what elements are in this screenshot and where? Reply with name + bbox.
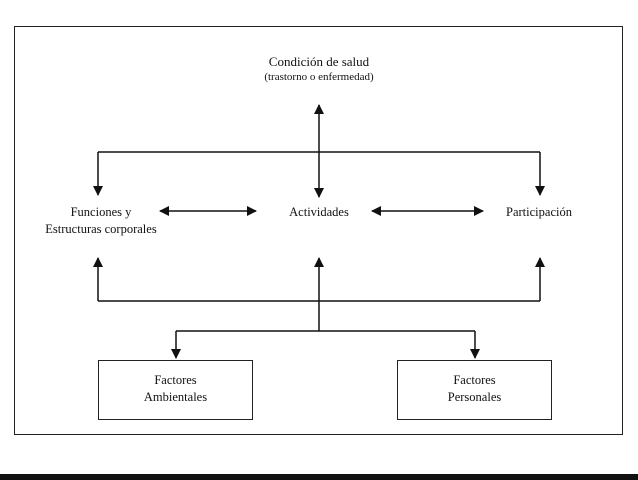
health-condition-title: Condición de salud xyxy=(268,54,370,69)
bottom-bar xyxy=(0,474,638,480)
body-functions-line1: Funciones y xyxy=(70,205,132,219)
participation-label: Participación xyxy=(506,205,572,219)
activities-label: Actividades xyxy=(289,205,349,219)
personal-factors-label: Factores Personales xyxy=(398,372,551,406)
body-functions-line2: Estructuras corporales xyxy=(45,222,157,236)
body-functions-label: Funciones y Estructuras corporales xyxy=(28,204,174,238)
diagram-frame xyxy=(14,26,623,435)
personal-factors-line2: Personales xyxy=(447,390,502,404)
environmental-factors-line1: Factores xyxy=(154,373,197,387)
health-condition-subtitle: (trastorno o enfermedad) xyxy=(264,71,374,83)
personal-factors-line1: Factores xyxy=(453,373,496,387)
environmental-factors-box: Factores Ambientales xyxy=(98,360,253,420)
environmental-factors-line2: Ambientales xyxy=(143,390,208,404)
personal-factors-box: Factores Personales xyxy=(397,360,552,420)
environmental-factors-label: Factores Ambientales xyxy=(99,372,252,406)
